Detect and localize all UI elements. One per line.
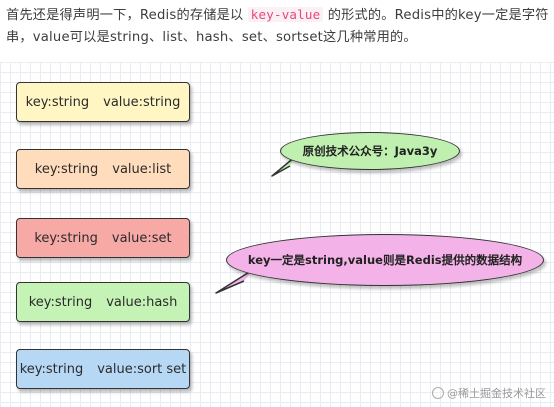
box-value-label: value:hash <box>106 294 178 310</box>
callout-text: key一定是string,value则是Redis提供的数据结构 <box>247 253 523 267</box>
box-key-label: key:string <box>34 161 99 177</box>
intro-paragraph: 首先还是得声明一下，Redis的存储是以 key-value 的形式的。Redi… <box>6 4 550 49</box>
box-key-label: key:string <box>34 230 98 246</box>
box-key-label: key:string <box>25 94 90 110</box>
box-list: key:string value:list <box>16 149 190 189</box>
redis-data-types-diagram: key:string value:string key:string value:l… <box>0 62 554 407</box>
callout-tail-2 <box>215 268 255 294</box>
callout-wechat-account: 原创技术公众号：Java3y <box>280 132 460 170</box>
box-value-label: value:sort set <box>97 361 187 377</box>
community-logo-icon <box>432 387 444 399</box>
callout-key-value-note: key一定是string,value则是Redis提供的数据结构 <box>226 234 544 286</box>
callout-tail-1 <box>271 155 297 177</box>
inline-code-key-value: key-value <box>247 7 324 22</box>
box-key-label: key:string <box>28 294 93 310</box>
box-value-label: value:string <box>103 94 181 110</box>
box-value-label: value:set <box>111 230 172 246</box>
box-value-label: value:list <box>112 161 172 177</box>
box-sort-set: key:string value:sort set <box>16 349 190 389</box>
box-set: key:string value:set <box>16 218 190 258</box>
box-hash: key:string value:hash <box>16 282 190 322</box>
box-key-label: key:string <box>19 361 84 377</box>
watermark-text: @稀土掘金技术社区 <box>447 387 546 400</box>
callout-text: 原创技术公众号：Java3y <box>302 144 438 158</box>
watermark: @稀土掘金技术社区 <box>432 385 546 401</box>
box-string: key:string value:string <box>16 82 190 122</box>
intro-text-part2: 的形式的。Redis中的key一定是字符串，value可以是string、lis… <box>6 8 549 45</box>
intro-text-part1: 首先还是得声明一下，Redis的存储是以 <box>6 8 248 23</box>
